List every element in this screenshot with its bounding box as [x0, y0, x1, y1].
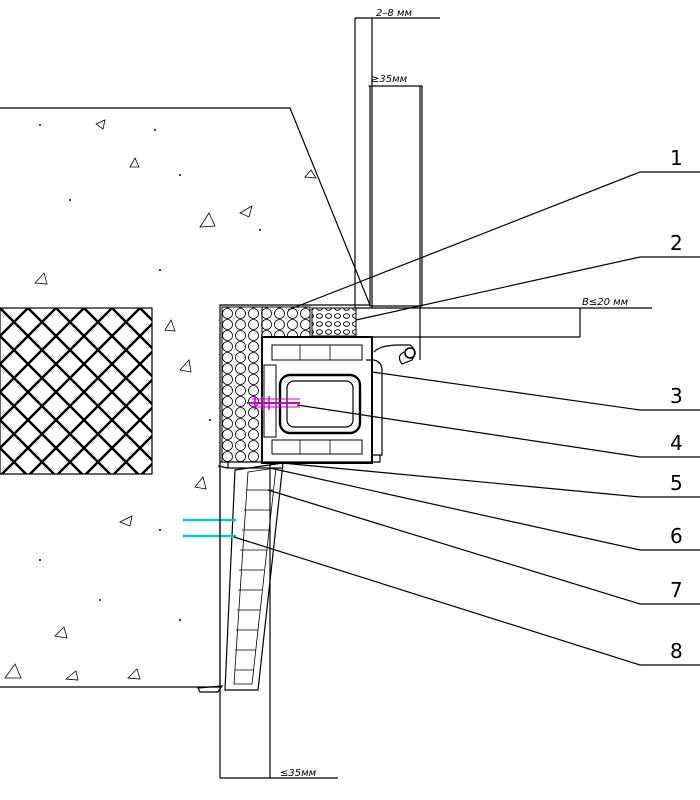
sill-flashing: [197, 455, 381, 693]
anchor-fastener: [247, 396, 300, 410]
sealing-tape: [311, 307, 357, 337]
leader-line-4: [296, 404, 641, 458]
callout-number-2: 2: [670, 231, 683, 255]
brick-masonry-block: [0, 307, 153, 475]
foam-insulation: [221, 306, 263, 463]
dim-bottom-gap: ≤35мм: [280, 768, 317, 779]
dim-min-overlap: ≥35мм: [371, 74, 408, 85]
callout-leaders: [233, 171, 641, 666]
callout-number-7: 7: [670, 578, 683, 602]
bottom-dimension-lines: [219, 462, 338, 779]
top-dimension-lines: [354, 17, 440, 360]
leader-line-3: [371, 371, 641, 411]
leader-line-7: [267, 489, 641, 605]
dim-gap-top: 2–8 мм: [376, 8, 412, 19]
callout-number-4: 4: [670, 431, 683, 455]
callout-number-8: 8: [670, 639, 683, 663]
callout-labels: 1 2 3 4 5 6 7 8: [670, 146, 683, 663]
dim-b-gap: В≤20 мм: [582, 297, 629, 308]
callout-number-3: 3: [670, 384, 683, 408]
leader-line-6: [269, 467, 641, 551]
callout-shelves: [640, 171, 700, 666]
callout-number-6: 6: [670, 524, 683, 548]
dowel-fasteners: [183, 518, 236, 538]
leader-line-1: [287, 171, 641, 311]
leader-line-2: [355, 256, 641, 321]
callout-number-1: 1: [670, 146, 683, 170]
foam-insulation-top: [261, 306, 311, 338]
leader-line-8: [233, 536, 641, 666]
leader-line-5: [281, 462, 641, 498]
concrete-aggregate: [4, 119, 317, 681]
callout-number-5: 5: [670, 471, 683, 495]
window-frame-profile: [261, 336, 416, 464]
